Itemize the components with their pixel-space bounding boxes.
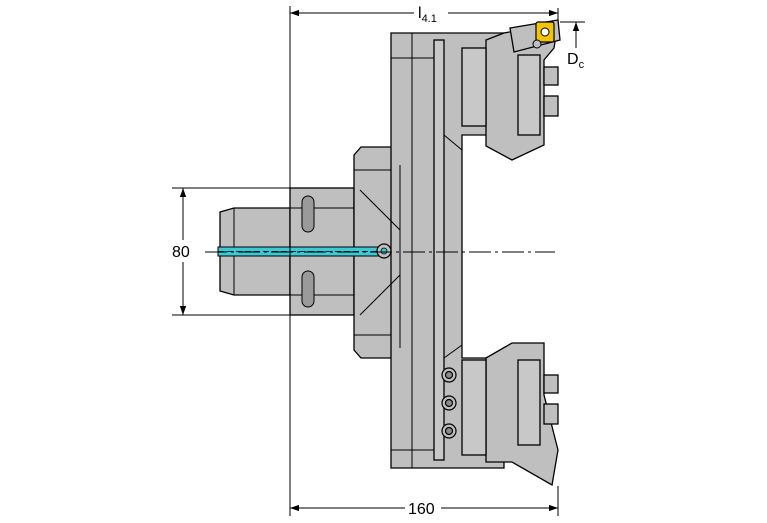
dim-160-label: 160: [408, 501, 435, 518]
clamp-block: [543, 66, 559, 86]
flange-slot: [301, 195, 315, 233]
dim-80-label: 80: [172, 244, 190, 261]
dim-l41-label: l4.1: [418, 5, 437, 25]
flange-slot: [301, 270, 315, 308]
detail-lines: [233, 33, 463, 468]
clamp-block: [543, 403, 559, 425]
clamp-block: [543, 95, 559, 117]
slide-window: [461, 359, 487, 456]
slide-window: [517, 54, 541, 136]
screw-group: [441, 367, 457, 439]
slide-window: [461, 47, 487, 127]
slide-rail: [433, 39, 445, 461]
clamp-block: [543, 374, 559, 394]
dim-dc-label: Dc: [567, 51, 585, 71]
slide-window: [517, 359, 541, 446]
